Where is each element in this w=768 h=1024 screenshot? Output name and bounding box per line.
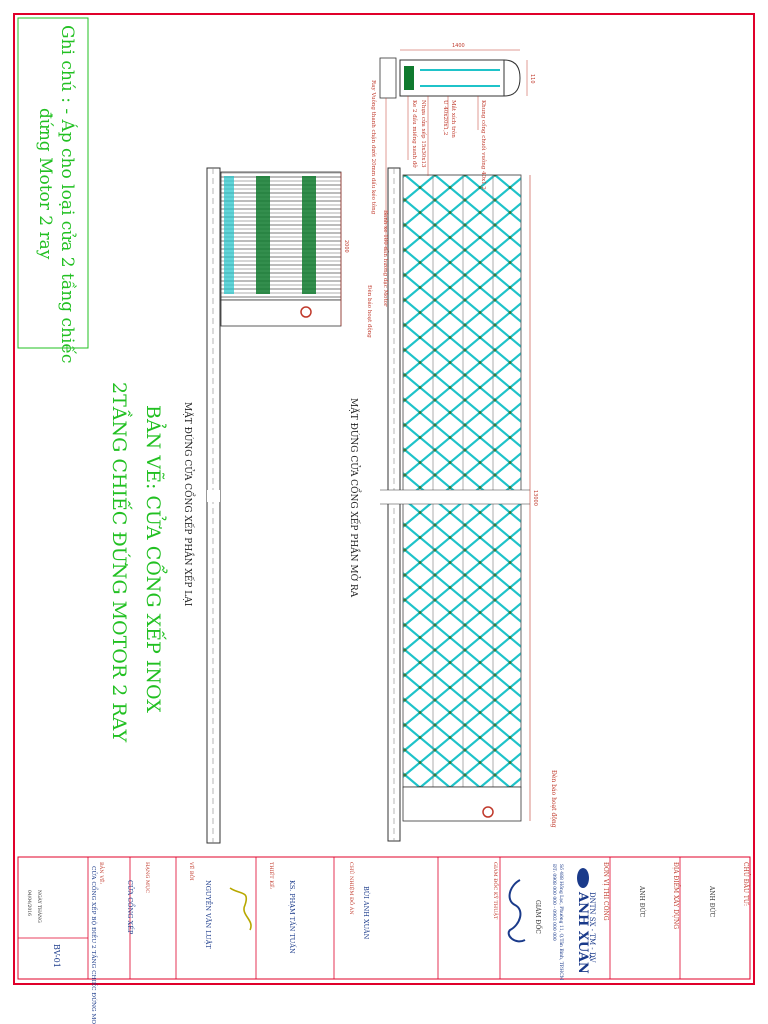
address-value: ANH ĐỨC bbox=[638, 885, 646, 918]
callout-hinge: Nhựa cửa xếp 15x30x13 bbox=[420, 100, 427, 168]
closed-motor-housing bbox=[220, 299, 342, 327]
section-top-dim: 1400 bbox=[452, 43, 465, 49]
section-detail: 1400 110 Khung cổng chuối vuông 40x1,2 M… bbox=[366, 43, 535, 338]
drawing-title-line-2: 2TẦNG CHIẾC ĐỨNG MOTOR 2 RAY bbox=[108, 382, 133, 743]
callout-frame: Khung cổng chuối vuông 40x1,2 bbox=[480, 100, 487, 190]
company-line: DNTN SX - TM - DV bbox=[588, 892, 596, 963]
open-view-caption: MẶT ĐỨNG CỬA CỔNG XẾP PHẦN MỞ RA bbox=[348, 398, 362, 598]
open-end-light-label: Đèn báo hoạt động bbox=[550, 770, 557, 828]
callout-connector: Ke 2 đầu miếng xanh đỡ bbox=[411, 100, 419, 168]
closed-green-panel-1 bbox=[256, 176, 270, 294]
company-name: ANH XUÂN bbox=[575, 891, 591, 974]
company-phone: ĐT: 0908 000 000 - 0903 000 000 bbox=[551, 864, 557, 941]
closed-motor-light bbox=[300, 306, 312, 318]
sheet-title-label: BẢN VẼ: bbox=[98, 862, 106, 885]
closed-rail bbox=[206, 167, 221, 844]
director-sign-label: GIÁM ĐỐC KỸ THUẬT bbox=[492, 862, 500, 920]
closed-green-panel-2 bbox=[302, 176, 316, 294]
note-line-2: đứng Motor 2 ray bbox=[35, 108, 55, 260]
open-lattice-panel bbox=[402, 174, 522, 788]
director-title: GIÁM ĐỐC bbox=[534, 900, 542, 934]
closed-gate-view: 2000 MẶT ĐỨNG CỬA CỔNG XẾP PHẦN XẾP LẠI bbox=[182, 167, 349, 844]
closed-cyan-band bbox=[224, 176, 234, 294]
unit-label: ĐƠN VỊ THI CÔNG bbox=[602, 862, 610, 921]
closed-height-dim: 2000 bbox=[343, 240, 349, 253]
owner-label: CHỦ ĐẦU TƯ: bbox=[742, 862, 751, 906]
director-signature bbox=[507, 879, 526, 943]
designer-name: KS. PHẠM TẤN TUẤN bbox=[288, 880, 298, 954]
callout-tube: Mắt xích tròn bbox=[450, 100, 457, 138]
callout-tube-size: U 40x20x1,2 bbox=[442, 100, 448, 135]
callout-roller: Bánh xe 180 dẫn hướng đặc Motor bbox=[382, 210, 390, 307]
open-length-dim: 13000 bbox=[532, 490, 538, 506]
callout-light: Đèn báo hoạt động bbox=[366, 285, 373, 338]
open-post-lines bbox=[402, 175, 522, 787]
open-motor-housing bbox=[402, 786, 522, 822]
checker-label: CHỦ NHIỆM ĐỒ ÁN bbox=[348, 862, 357, 915]
drafter-label: VẼ BỞI bbox=[188, 861, 196, 881]
closed-folded-stack bbox=[220, 171, 342, 301]
category-value: CỬA CỔNG XẾP bbox=[126, 880, 137, 935]
drawing-title-line-1: BẢN VẼ: CỬA CỔNG XẾP INOX bbox=[142, 405, 168, 713]
title-block: CHỦ ĐẦU TƯ: ANH ĐỨC ĐỊA ĐIỂM XÂY DỰNG AN… bbox=[17, 856, 751, 1024]
company-address: Số 488 Hồng Lạc, Phường 11, Q.Tân Bình, … bbox=[558, 864, 566, 981]
callout-rail: Ray Vuông thanh chặn dưới 20mm dấu kéo t… bbox=[370, 80, 377, 215]
open-motor-light bbox=[482, 806, 494, 818]
designer-label: THIẾT KẾ: bbox=[268, 862, 276, 890]
date-label: NGÀY THÁNG bbox=[36, 890, 43, 923]
category-label: HẠNG MỤC bbox=[144, 862, 150, 893]
date-value: 04/04/2016 bbox=[26, 890, 32, 916]
sheet-number: BV-01 bbox=[52, 944, 61, 968]
note-line-1: Ghi chú : - Áp cho loại cửa 2 tầng chiếc bbox=[57, 25, 78, 363]
address-label: ĐỊA ĐIỂM XÂY DỰNG bbox=[672, 862, 680, 929]
director-name: BÙI ANH XUÂN bbox=[362, 886, 371, 940]
company-logo bbox=[577, 868, 589, 888]
section-profile bbox=[399, 59, 505, 97]
section-side-dim: 110 bbox=[529, 74, 535, 84]
note-box: Ghi chú : - Áp cho loại cửa 2 tầng chiếc… bbox=[17, 17, 89, 363]
sheet-border bbox=[13, 13, 755, 985]
drafter-name: NGUYỄN VĂN LUẬT bbox=[204, 880, 214, 949]
open-gate-view: 13000 Đèn báo hoạt động MẶT ĐỨNG CỬA CỔN… bbox=[348, 167, 557, 842]
sheet-title-value: CỬA CỔNG XẾP BỘ ĐIỀU 2 TẦNG CHIẾC ĐỨNG M… bbox=[90, 866, 99, 1024]
closed-view-caption: MẶT ĐỨNG CỬA CỔNG XẾP PHẦN XẾP LẠI bbox=[182, 402, 196, 607]
owner-value: ANH ĐỨC bbox=[708, 885, 716, 918]
drafter-signature bbox=[229, 887, 252, 931]
